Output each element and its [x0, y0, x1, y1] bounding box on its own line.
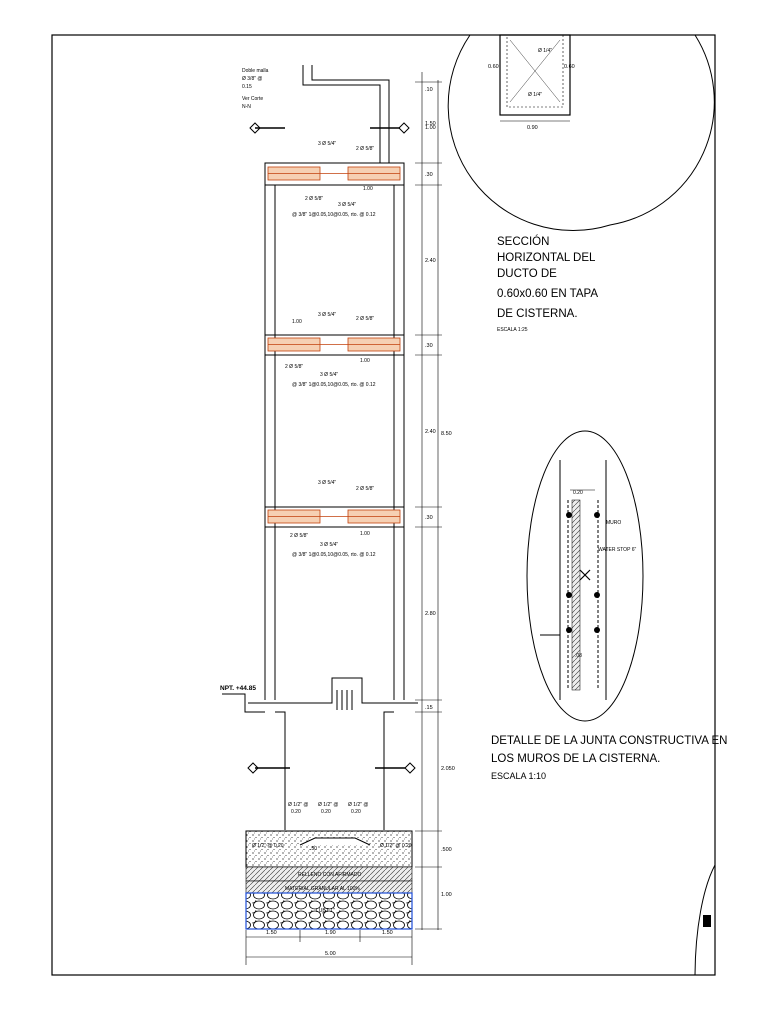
beam-dim: 1.00	[360, 531, 370, 537]
fill-label: RELLENO CON AFIRMADO	[298, 872, 361, 878]
duct-title-line: SECCIÓN	[497, 235, 549, 248]
top-note-line: N-N	[242, 104, 251, 110]
beam-1	[264, 162, 405, 186]
right-dim: 2.40	[425, 258, 436, 264]
base-dim: 1.90	[325, 930, 336, 936]
duct-dim-left: 0.60	[488, 64, 499, 70]
beam-3	[264, 506, 405, 528]
duct-title-line: HORIZONTAL DEL	[497, 252, 596, 264]
slab-note: .50	[310, 846, 317, 852]
beam-dim: 1.00	[292, 319, 302, 325]
beam-bar-label: 3 Ø 5/4"	[338, 202, 356, 208]
right-dim: 1.00	[425, 125, 436, 131]
right-dim: .30	[425, 343, 433, 349]
joint-detail-title: DETALLE DE LA JUNTA CONSTRUCTIVA EN LOS …	[491, 735, 727, 781]
beam-bar-label: 3 Ø 5/4"	[320, 542, 338, 548]
base-bar-label: Ø 1/2" @	[288, 802, 308, 808]
duct-dim-bottom: 0.90	[527, 125, 538, 131]
joint-detail-drawing	[526, 430, 644, 722]
duct-scale: ESCALA 1:25	[497, 327, 528, 333]
right-dim: .30	[425, 172, 433, 178]
beam-bar-label: 3 Ø 5/4"	[318, 141, 336, 147]
joint-title-line: DETALLE DE LA JUNTA CONSTRUCTIVA EN	[491, 735, 727, 747]
base-bar-label: 0.20	[321, 809, 331, 815]
top-note-line: Doble malla	[242, 68, 269, 74]
right-dimensions	[415, 72, 442, 930]
duct-dim-right: 0.60	[564, 64, 575, 70]
base-bar-label: Ø 1/2" @ 0.20	[380, 843, 412, 849]
duct-title-line: 0.60x0.60 EN TAPA	[497, 288, 598, 300]
beam-dim: 1.00	[360, 358, 370, 364]
joint-title-line: LOS MUROS DE LA CISTERNA.	[491, 753, 660, 765]
overall-dim: 8.50	[441, 431, 452, 437]
joint-label-muro: MURO	[606, 520, 621, 526]
duct-bar-label: Ø 1/4"	[538, 48, 552, 54]
beam-bar-label: 2 Ø 5/8"	[356, 316, 374, 322]
base-total: 5.00	[325, 951, 336, 957]
base-dim: 1.50	[382, 930, 393, 936]
duct-title-line: DE CISTERNA.	[497, 308, 578, 320]
beam-bar-label: 2 Ø 5/8"	[356, 146, 374, 152]
fill-label: LUBT 1"	[316, 908, 335, 914]
right-dim: .15	[425, 705, 433, 711]
beam-dim: 1.00	[363, 186, 373, 192]
partial-detail-mark	[703, 915, 711, 927]
base-bar-label: Ø 1/2" @ 0.20	[252, 843, 284, 849]
top-note-line: Ver Corte	[242, 96, 263, 102]
right-dim: 1.50	[425, 121, 436, 127]
duct-detail-drawing	[447, 34, 715, 232]
right-dim-labels: 1.50 .10 1.00 .30 2.40 .30 2.40 .30 2.80…	[425, 87, 455, 898]
level-label: NPT. +44.85	[220, 685, 256, 692]
base-bar-label: 0.20	[291, 809, 301, 815]
beam-bar-label: 2 Ø 5/8"	[305, 196, 323, 202]
base-dimensions	[245, 930, 413, 965]
joint-dim-top: 0.20	[573, 490, 583, 496]
stirrups-label: @ 3/8" 1@0.05,10@0.05, rto. @ 0.12	[292, 552, 376, 558]
stirrups-label: @ 3/8" 1@0.05,10@0.05, rto. @ 0.12	[292, 382, 376, 388]
beam-2	[264, 334, 405, 356]
base-bar-label: 0.20	[351, 809, 361, 815]
beam-bar-label: 3 Ø 5/4"	[320, 372, 338, 378]
beam-bar-label: 2 Ø 5/8"	[290, 533, 308, 539]
base-bar-label: Ø 1/2" @	[318, 802, 338, 808]
base-dim: 1.50	[266, 930, 277, 936]
fill-label: MATERIAL GRANULAR AL 100%	[285, 886, 360, 892]
duct-detail-title: SECCIÓN HORIZONTAL DEL DUCTO DE 0.60x0.6…	[497, 235, 598, 333]
joint-label-waterstop: WATER STOP 6"	[598, 547, 636, 553]
top-note-line: 0.15	[242, 84, 252, 90]
right-dim: .30	[425, 515, 433, 521]
right-dim: 2.80	[425, 611, 436, 617]
joint-scale: ESCALA 1:10	[491, 771, 546, 781]
partial-detail-edge	[694, 864, 716, 976]
beam-bar-label: 3 Ø 5/4"	[318, 480, 336, 486]
stirrups-label: @ 3/8" 1@0.05,10@0.05, rto. @ 0.12	[292, 212, 376, 218]
top-note: Doble malla Ø 3/8" @ 0.15 Ver Corte N-N	[242, 68, 269, 110]
duct-bar-label: Ø 1/4"	[528, 92, 542, 98]
top-note-line: Ø 3/8" @	[242, 76, 262, 82]
sheet-border	[51, 34, 716, 976]
right-dim: 1.00	[441, 892, 452, 898]
right-dim: .10	[425, 87, 433, 93]
right-dim: 2.40	[425, 429, 436, 435]
right-dim: 2.050	[441, 766, 455, 772]
beam-bar-label: 3 Ø 5/4"	[318, 312, 336, 318]
joint-dim-side: .08	[575, 653, 582, 659]
base-bar-label: Ø 1/2" @	[348, 802, 368, 808]
right-dim: .500	[441, 847, 452, 853]
wall-elevation	[222, 65, 418, 930]
beam-bar-label: 2 Ø 5/8"	[285, 364, 303, 370]
duct-title-line: DUCTO DE	[497, 268, 557, 280]
beam-bar-label: 2 Ø 5/8"	[356, 486, 374, 492]
